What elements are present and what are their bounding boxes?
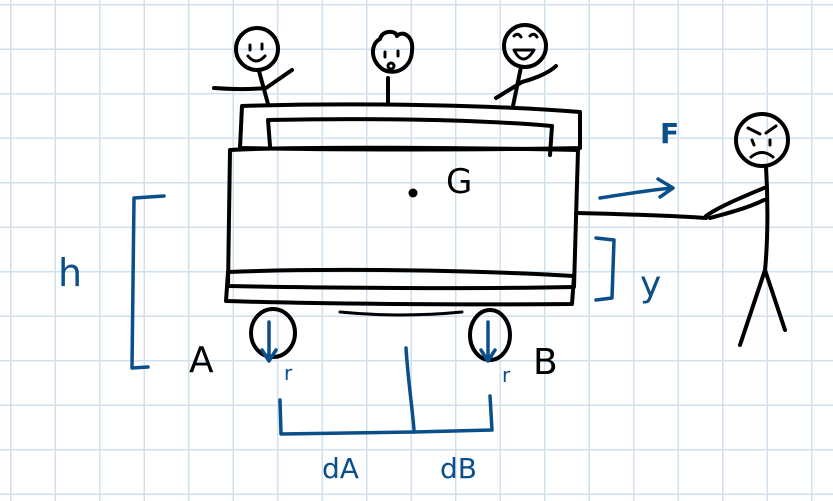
rider-happy [212,26,294,106]
puller-head [734,112,790,168]
rider-excited [494,23,558,108]
wheel-b-circle [468,308,512,362]
distance-b-bracket [412,394,494,434]
puller-face [746,124,778,159]
center-vertical-line [404,346,416,432]
rider-surprised-eyes [383,49,400,59]
pull-rope [574,211,708,220]
rider-happy-body [212,68,294,106]
distance-a-bracket [278,398,416,436]
rider-happy-head [234,26,280,72]
radius-a-label: r [284,361,293,385]
rider-excited-body [494,64,558,108]
rider-excited-head [502,23,548,69]
wheel-a [249,307,297,359]
force-arrow [598,177,675,200]
distance-b-label: dB [440,452,477,485]
force-height-bracket [594,236,616,302]
height-bracket [130,194,166,370]
wheel-b [468,308,512,362]
center-of-mass-dot [408,188,418,198]
rider-happy-face [246,42,267,63]
cart-inner-rail [266,117,554,157]
radius-b-label: r [502,363,511,387]
radius-arrow-a [260,320,278,363]
cart-bottom-band [224,267,576,307]
height-label: h [58,251,82,295]
distance-a-label: dA [322,452,359,485]
wheel-a-label: A [189,340,214,381]
wheel-a-circle [249,307,297,359]
force-label: F [660,117,679,150]
radius-arrow-b [479,320,497,363]
puller-body [704,164,787,347]
cart-body [226,145,580,291]
center-of-mass-label: G [446,162,472,202]
force-height-label: y [640,264,661,305]
puller-angry [574,112,790,347]
rider-surprised [371,29,415,104]
rider-surprised-mouth [386,61,396,71]
cart: G [224,102,582,317]
annotations: F h y r r dA dB [58,117,679,485]
rider-excited-face [512,32,539,61]
rider-surprised-head [371,29,415,74]
wheel-b-label: B [533,342,558,383]
cart-under-line [338,310,464,317]
cart-top-rim [238,102,582,152]
